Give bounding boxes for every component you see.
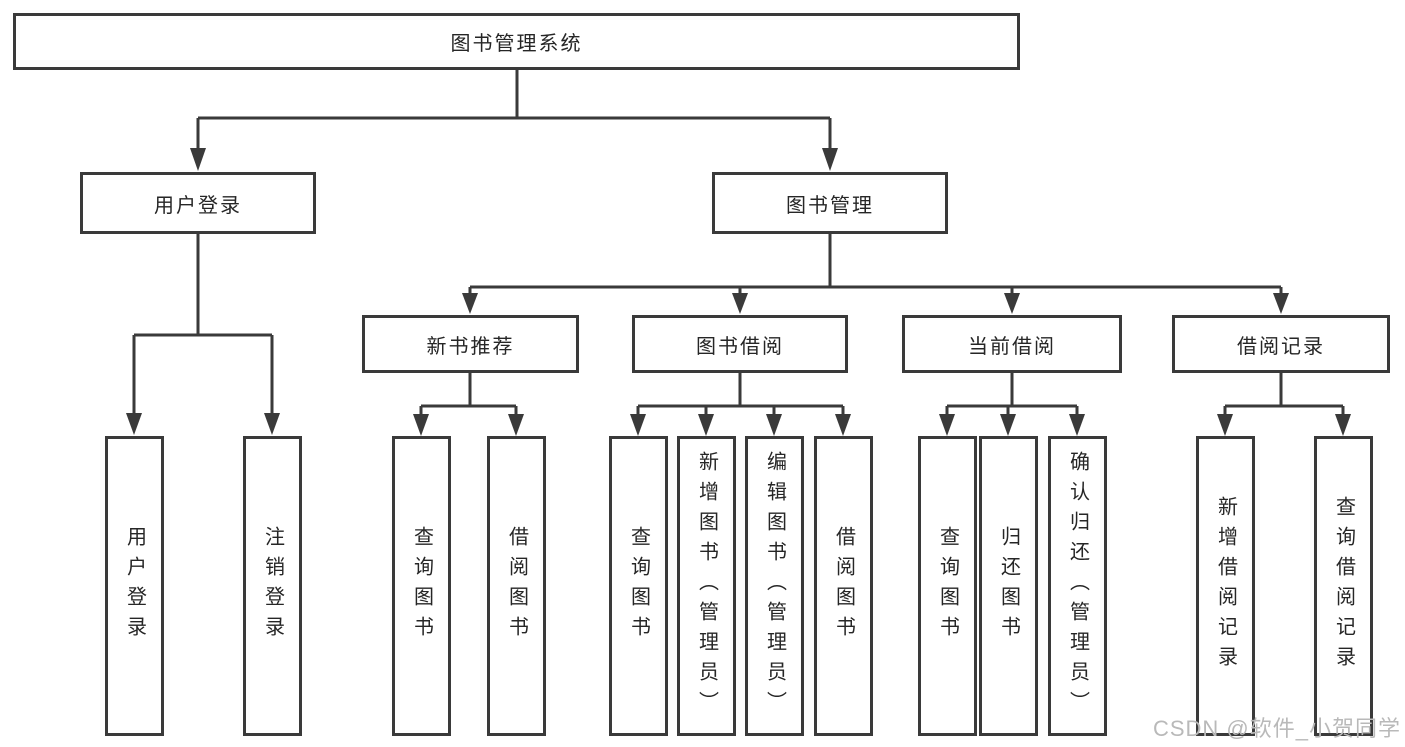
node-label: 归还图书 [997, 526, 1020, 646]
leaf-borrow-books-recommend: 借阅图书 [487, 436, 546, 736]
leaf-user-login: 用户登录 [105, 436, 164, 736]
node-borrowing-records: 借阅记录 [1172, 315, 1390, 373]
node-label: 借阅图书 [505, 526, 528, 646]
node-label: 注销登录 [261, 526, 284, 646]
node-book-borrowing: 图书借阅 [632, 315, 848, 373]
leaf-query-borrow-record: 查询借阅记录 [1314, 436, 1373, 736]
node-label: 新书推荐 [426, 335, 515, 358]
node-label: 图书借阅 [696, 335, 784, 358]
node-label: 图书管理系统 [450, 33, 583, 55]
node-new-book-recommendation: 新书推荐 [362, 315, 579, 373]
leaf-logout: 注销登录 [243, 436, 302, 736]
node-book-management: 图书管理 [712, 172, 948, 234]
leaf-edit-books-admin: 编辑图书（管理员） [745, 436, 804, 736]
leaf-query-books-current: 查询图书 [918, 436, 977, 736]
leaf-query-books-recommend: 查询图书 [392, 436, 451, 736]
node-label: 编辑图书（管理员） [763, 451, 786, 721]
leaf-return-books: 归还图书 [979, 436, 1038, 736]
node-library-management-system: 图书管理系统 [13, 13, 1020, 70]
leaf-query-books-borrowing: 查询图书 [609, 436, 668, 736]
node-label: 用户登录 [154, 194, 242, 217]
node-label: 查询图书 [627, 526, 650, 646]
leaf-borrow-books-borrowing: 借阅图书 [814, 436, 873, 736]
node-label: 新增借阅记录 [1214, 496, 1237, 676]
node-label: 新增图书（管理员） [695, 451, 718, 721]
leaf-add-borrow-record: 新增借阅记录 [1196, 436, 1255, 736]
leaf-add-books-admin: 新增图书（管理员） [677, 436, 736, 736]
node-label: 查询图书 [936, 526, 959, 646]
node-label: 确认归还（管理员） [1066, 451, 1089, 721]
node-label: 用户登录 [123, 526, 146, 646]
node-label: 查询借阅记录 [1332, 496, 1355, 676]
node-label: 借阅图书 [832, 526, 855, 646]
leaf-confirm-return-admin: 确认归还（管理员） [1048, 436, 1107, 736]
node-user-login: 用户登录 [80, 172, 316, 234]
node-label: 查询图书 [410, 526, 433, 646]
node-label: 图书管理 [786, 194, 874, 217]
node-current-borrowing: 当前借阅 [902, 315, 1122, 373]
node-label: 当前借阅 [968, 335, 1056, 358]
node-label: 借阅记录 [1237, 335, 1325, 358]
